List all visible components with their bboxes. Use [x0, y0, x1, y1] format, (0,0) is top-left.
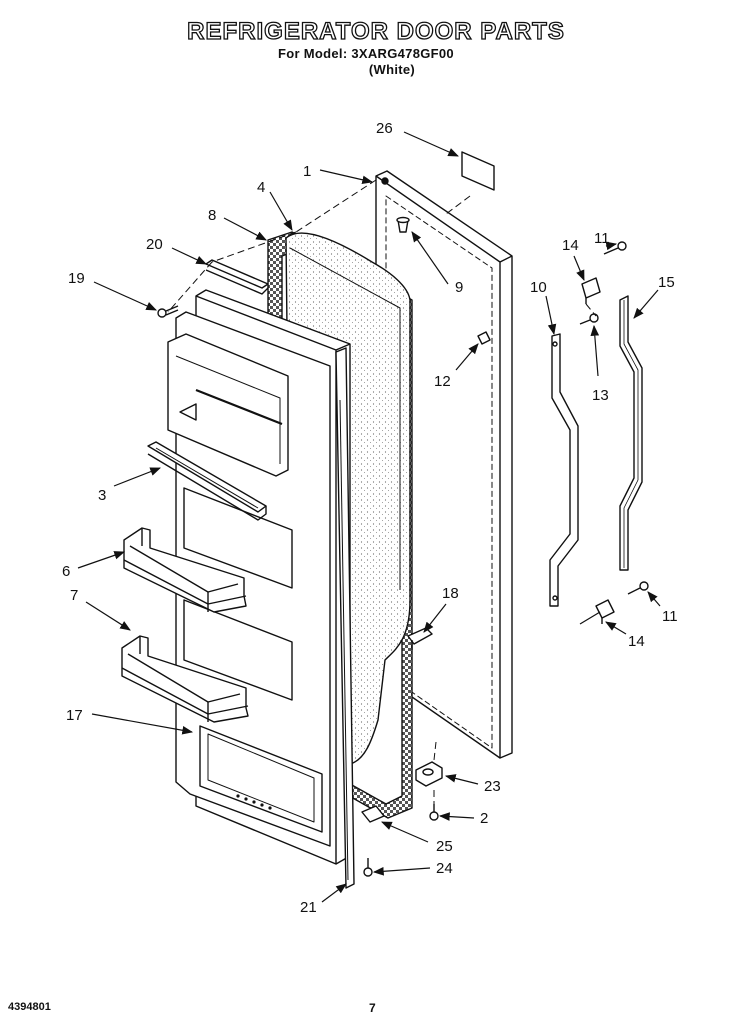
- color-line: (White): [368, 62, 416, 77]
- callout-1: 1: [303, 163, 311, 180]
- callout-21: 21: [300, 899, 317, 916]
- callout-13: 13: [592, 387, 609, 404]
- door-bin-lower: [121, 635, 249, 723]
- callout-15: 15: [658, 274, 675, 291]
- callout-14-top: 14: [562, 237, 579, 254]
- callout-11-bottom: 11: [662, 608, 678, 625]
- handle-mount-bar: [549, 333, 579, 607]
- callout-4: 4: [257, 179, 265, 196]
- callout-8: 8: [208, 207, 216, 224]
- screw-24: [363, 858, 373, 877]
- callout-23: 23: [484, 778, 501, 795]
- shelf-retainer-bar: [147, 441, 267, 521]
- callout-26: 26: [376, 120, 393, 137]
- handle-bracket-top: [581, 277, 601, 304]
- screw-2: [429, 804, 439, 821]
- hinge-bushing: [415, 761, 443, 787]
- door-bin-upper: [123, 527, 247, 613]
- callout-2: 2: [480, 810, 488, 827]
- callout-6: 6: [62, 563, 70, 580]
- plug-9: [396, 216, 410, 233]
- callout-25: 25: [436, 838, 453, 855]
- callout-18: 18: [442, 585, 459, 602]
- callout-9: 9: [455, 279, 463, 296]
- footer-part-number: 4394801: [8, 1001, 51, 1013]
- callout-14-bottom: 14: [628, 633, 645, 650]
- callout-leaders: [77, 131, 661, 903]
- inner-door-liner: [167, 289, 351, 865]
- assembly-lines: [167, 179, 597, 804]
- callout-7: 7: [70, 587, 78, 604]
- page-title: REFRIGERATOR DOOR PARTS: [187, 17, 565, 45]
- callout-19: 19: [68, 270, 85, 287]
- screw-19: [157, 305, 179, 318]
- handle-bracket-bottom: [595, 599, 615, 624]
- callout-labels: 1 2 3 4 6 7 8 9 10 11 11 12 13 14 14 15 …: [62, 120, 678, 916]
- model-line: For Model: 3XARG478GF00: [278, 46, 454, 61]
- handle-trim: [619, 295, 643, 571]
- callout-3: 3: [98, 487, 106, 504]
- clip-12: [477, 331, 491, 345]
- screw-11-bottom: [627, 581, 649, 595]
- callout-17: 17: [66, 707, 83, 724]
- callout-24: 24: [436, 860, 453, 877]
- callout-10: 10: [530, 279, 547, 296]
- callout-20: 20: [146, 236, 163, 253]
- callout-12: 12: [434, 373, 451, 390]
- callout-11-top: 11: [594, 230, 610, 247]
- label-26: [461, 151, 495, 191]
- top-trim-strip: [205, 259, 269, 295]
- hinge-plate: [361, 805, 385, 823]
- side-trim-strip: [335, 347, 355, 889]
- footer-page-number: 7: [369, 1001, 376, 1015]
